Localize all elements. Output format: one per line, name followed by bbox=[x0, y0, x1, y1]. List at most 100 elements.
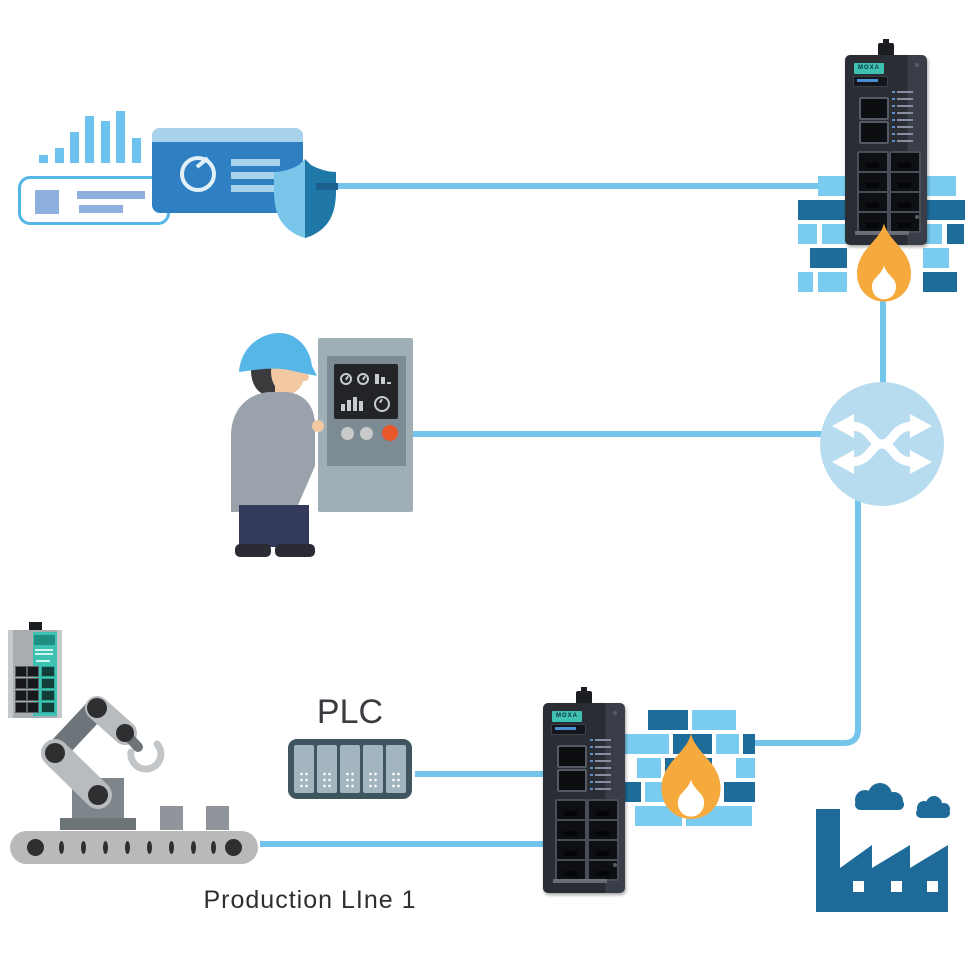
belt-stud bbox=[211, 841, 216, 854]
brick bbox=[743, 734, 755, 754]
dashboard-text-line bbox=[231, 172, 280, 179]
led-label bbox=[892, 119, 913, 121]
dashboard-text-line bbox=[231, 159, 280, 166]
panel-button bbox=[341, 427, 354, 440]
brick bbox=[637, 758, 661, 778]
factory-building bbox=[816, 809, 948, 912]
led-label bbox=[892, 140, 913, 142]
factory-window bbox=[927, 881, 938, 892]
brick bbox=[625, 734, 669, 754]
chart-bar bbox=[39, 155, 48, 163]
sfp-port bbox=[41, 702, 55, 713]
screen-bars-icon bbox=[353, 397, 357, 411]
secure-router-top: MOXA bbox=[845, 39, 927, 245]
screen-gauge-icon bbox=[374, 396, 390, 412]
sfp-port bbox=[859, 121, 889, 144]
belt-stud bbox=[59, 841, 64, 854]
led-label bbox=[590, 753, 611, 755]
belt-stud bbox=[147, 841, 152, 854]
led-label bbox=[892, 105, 913, 107]
rj45-port bbox=[15, 690, 27, 701]
screen-gauge-icon bbox=[357, 373, 369, 385]
worker-shoe bbox=[235, 544, 271, 557]
robot-joint bbox=[87, 698, 107, 718]
din-clip bbox=[878, 39, 894, 56]
brick bbox=[923, 272, 957, 292]
led-row bbox=[35, 653, 53, 655]
dashboard-card-header bbox=[152, 128, 303, 142]
rj45-port bbox=[889, 151, 921, 173]
screen-bars-icon bbox=[341, 404, 345, 411]
robot-joint bbox=[45, 743, 65, 763]
shield-line-connector bbox=[316, 183, 338, 190]
led-label bbox=[590, 788, 611, 790]
conveyor-box bbox=[206, 806, 229, 830]
factory-icon bbox=[816, 783, 950, 912]
brick bbox=[923, 200, 965, 220]
plc-module bbox=[386, 745, 406, 793]
rj45-port bbox=[587, 839, 619, 861]
moxa-logo: MOXA bbox=[854, 63, 884, 74]
din-rail-switch bbox=[8, 622, 62, 718]
report-card bbox=[18, 176, 170, 225]
led-label bbox=[590, 746, 611, 748]
led-label bbox=[590, 781, 611, 783]
gauge-icon bbox=[180, 156, 216, 192]
report-thumbnail bbox=[35, 190, 59, 214]
belt-stud bbox=[81, 841, 86, 854]
report-text-line bbox=[77, 191, 145, 199]
model-label-strip bbox=[553, 879, 607, 883]
usb-port bbox=[853, 76, 888, 87]
robot-arm bbox=[41, 696, 165, 830]
rj45-port bbox=[587, 819, 619, 841]
plc-module-leds bbox=[368, 771, 378, 789]
rj45-port bbox=[889, 191, 921, 213]
led-row bbox=[35, 649, 53, 651]
led-label bbox=[590, 739, 611, 741]
dashboard-text-line bbox=[231, 185, 280, 192]
secure-router-bottom: MOXA bbox=[543, 687, 625, 893]
cloud-icon bbox=[916, 796, 950, 818]
robot-base-plate bbox=[60, 818, 136, 830]
flame-icon bbox=[856, 223, 912, 302]
rj45-port bbox=[555, 859, 587, 881]
plc-module bbox=[340, 745, 360, 793]
robot-joint bbox=[116, 724, 134, 742]
rj45-port bbox=[15, 678, 27, 689]
sfp-port bbox=[557, 745, 587, 768]
brick bbox=[648, 710, 688, 730]
screen-gauge-icon bbox=[340, 373, 352, 385]
worker-shoe bbox=[275, 544, 315, 557]
screw bbox=[613, 863, 617, 867]
worker-arm bbox=[279, 408, 316, 434]
worker-hard-hat bbox=[239, 333, 317, 376]
worker-pants bbox=[239, 505, 309, 547]
rj45-port bbox=[857, 151, 889, 173]
rj45-port bbox=[555, 819, 587, 841]
brick bbox=[692, 710, 736, 730]
plc-module-leds bbox=[322, 771, 332, 789]
plc-label: PLC bbox=[316, 693, 384, 731]
brick bbox=[923, 248, 949, 268]
brick bbox=[798, 272, 813, 292]
rj45-port bbox=[27, 678, 39, 689]
plc-module bbox=[317, 745, 337, 793]
panel-alert-button bbox=[382, 425, 398, 441]
plc-module bbox=[294, 745, 314, 793]
brick bbox=[716, 734, 739, 754]
rj45-port bbox=[27, 690, 39, 701]
belt-stud bbox=[125, 841, 130, 854]
factory-window bbox=[891, 881, 902, 892]
plc-module-leds bbox=[299, 771, 309, 789]
brick bbox=[810, 248, 847, 268]
sfp-port bbox=[41, 690, 55, 701]
plc-module-leds bbox=[391, 771, 401, 789]
brick bbox=[947, 224, 964, 244]
flame-icon bbox=[661, 733, 721, 819]
led-row bbox=[36, 660, 50, 662]
led-label bbox=[892, 133, 913, 135]
screen-bars-icon bbox=[347, 400, 351, 411]
shield-icon bbox=[274, 159, 336, 238]
rj45-port bbox=[857, 171, 889, 193]
chart-bar bbox=[70, 132, 79, 163]
